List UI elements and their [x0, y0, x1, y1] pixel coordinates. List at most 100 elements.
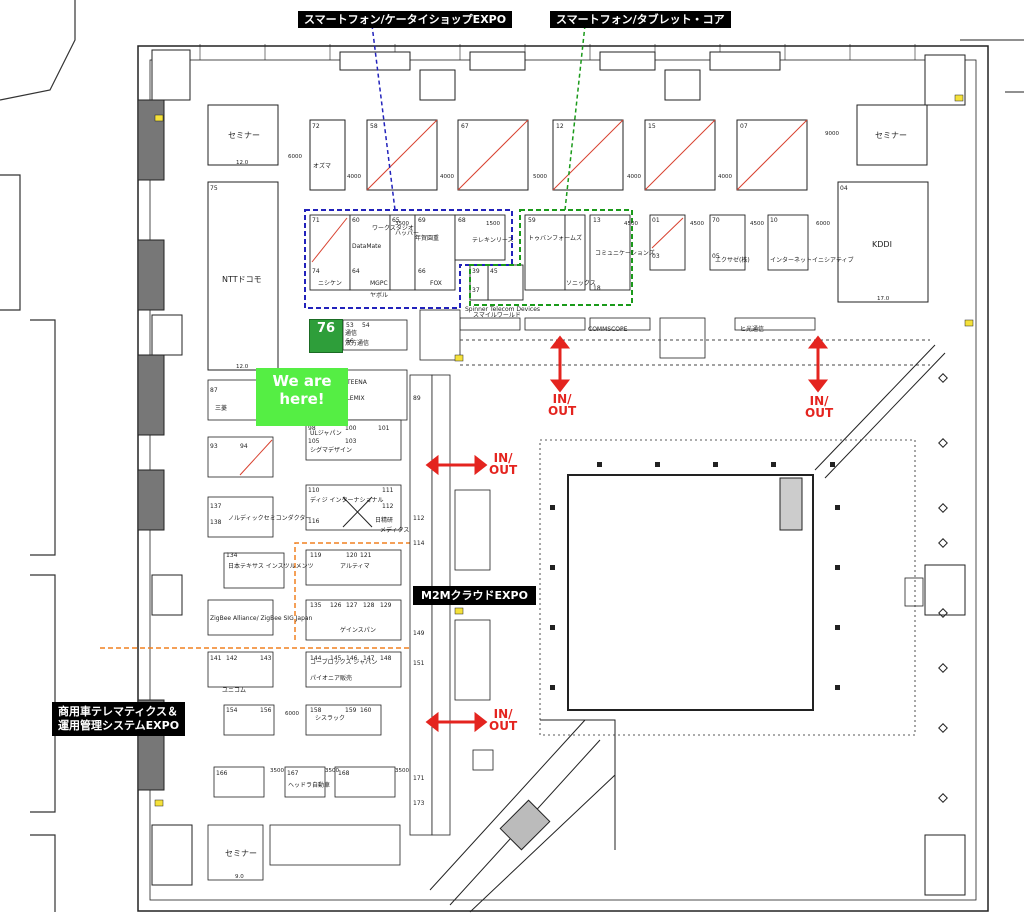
right-side-markers — [904, 373, 966, 896]
booth-number: 01 — [652, 217, 660, 224]
smartphone-shop-zone-outline — [304, 209, 513, 309]
top-row-booth-diagonals — [366, 119, 808, 191]
room-labels: セミナー セミナー セミナー NTTドコモ KDDI — [222, 131, 907, 858]
exhibitor-label: コミュニケーションズ — [595, 249, 655, 257]
m2m-cloud-expo-tag: M2MクラウドEXPO — [413, 586, 536, 605]
booth-number: 120 — [346, 552, 358, 559]
dimension-label: 6000 — [285, 711, 299, 717]
exhibitor-label: 双方通信 — [345, 339, 369, 347]
dimension-label: 4500 — [690, 221, 704, 227]
booth-number: 114 — [413, 540, 425, 547]
booth-number: 64 — [352, 268, 360, 275]
exhibitor-label: 三菱 — [215, 404, 227, 412]
booth-number: 103 — [345, 438, 357, 445]
booth-number: 119 — [310, 552, 322, 559]
booth-number: 10 — [770, 217, 778, 224]
booth-number: 146 — [346, 655, 358, 662]
exhibitor-label: メディクス — [380, 526, 409, 534]
exhibitor-label: TEENA — [346, 379, 368, 386]
smartphone-shop-pointer — [371, 24, 396, 211]
exhibitor-label: シスラック — [315, 715, 345, 722]
booth-number: 54 — [362, 322, 370, 329]
dimension-label: 9.0 — [235, 874, 244, 880]
smartphone-tablet-pointer — [564, 24, 586, 211]
entrance-label: IN/ OUT — [489, 451, 518, 477]
booth-number: 134 — [226, 552, 238, 559]
smartphone-shop-expo-tag: スマートフォン/ケータイショップEXPO — [298, 11, 513, 28]
booth-number: 156 — [260, 707, 272, 714]
booth-number: 149 — [413, 630, 425, 637]
m2m-zone-boundary — [294, 542, 410, 640]
booth-number: 151 — [413, 660, 425, 667]
dimension-label: 3500 — [270, 768, 284, 774]
exhibitor-label: Spinner Telecom Devices — [465, 306, 540, 313]
dimension-label: 12.0 — [236, 160, 249, 166]
booth-number: 75 — [210, 185, 218, 192]
booth-number: 65 — [392, 217, 400, 224]
exhibitor-label: ヒ光通信 — [740, 325, 764, 333]
booth-number: 154 — [226, 707, 238, 714]
booth-numbers: 72 58 67 12 15 07 75 04 71 74 60 64 65 6… — [210, 123, 848, 807]
corridor-row-booths — [419, 309, 816, 361]
dimension-label: 3500 — [395, 768, 409, 774]
exhibitor-label: ZigBee Alliance/ ZigBee SIG Japan — [210, 615, 313, 622]
booth-76-highlight[interactable]: 76 — [309, 319, 343, 353]
dimension-label: 4500 — [624, 221, 638, 227]
booth-number: 171 — [413, 775, 425, 782]
dimension-label: 12.0 — [236, 364, 249, 370]
booth-number: 160 — [360, 707, 372, 714]
booth-number: 60 — [352, 217, 360, 224]
exhibitor-label: 通信 — [345, 329, 357, 337]
exhibitor-label: FOX — [430, 280, 442, 287]
booth-number: 129 — [380, 602, 392, 609]
smartphone-tablet-zone-outline — [469, 209, 633, 306]
exhibitor-label: ソニックス — [566, 280, 596, 287]
you-are-here-callout: We are here! — [256, 368, 348, 426]
ntt-docomo-label: NTTドコモ — [222, 275, 262, 284]
left-wall-pillars — [137, 49, 193, 886]
booth-number: 15 — [648, 123, 656, 130]
booth-number: 144 — [310, 655, 322, 662]
stairs — [499, 799, 551, 851]
booth-number: 100 — [345, 425, 357, 432]
booth-number: 167 — [287, 770, 299, 777]
booth-number: 18 — [593, 285, 601, 292]
exhibitor-label: ヘッドラ自動車 — [288, 781, 330, 789]
top-wall-structures — [339, 51, 966, 106]
dimension-label: 4000 — [627, 174, 641, 180]
right-outer-wall — [960, 39, 1024, 320]
exhibitor-labels: オズマ ワークスタジオ ハッパー 年賀園重 DataMate テレキンリース ニ… — [210, 162, 854, 789]
booth-number: 110 — [308, 487, 320, 494]
exhibitor-label: ゲインスパン — [340, 626, 376, 634]
booth-number: 53 — [346, 322, 354, 329]
booth-number: 138 — [210, 519, 222, 526]
booth-number: 121 — [360, 552, 372, 559]
yellow-markers — [154, 94, 974, 807]
booth-number: 148 — [380, 655, 392, 662]
middle-row-booths — [309, 214, 809, 301]
booth-number: 05 — [712, 253, 720, 260]
booth-number: 03 — [652, 253, 660, 260]
booth-number: 116 — [308, 518, 320, 525]
booth-number: 112 — [413, 515, 425, 522]
booth-number: 04 — [840, 185, 848, 192]
entrance-label: IN/ OUT — [489, 707, 518, 733]
booth-number: 105 — [308, 438, 320, 445]
open-floor-area — [539, 439, 916, 736]
exhibitor-label: MGPC — [370, 280, 388, 287]
exhibitor-label: トゥバンフォームズ — [528, 234, 582, 242]
booth-number: 112 — [382, 503, 394, 510]
booth-number: 126 — [330, 602, 342, 609]
booth-number: 39 — [472, 268, 480, 275]
booth-number: 07 — [740, 123, 748, 130]
exhibitor-label: DataMate — [352, 243, 382, 250]
dimension-labels: 6000 4000 4000 5000 4000 4000 9000 3500 … — [235, 131, 890, 880]
exhibitor-label: シグマデザイン — [310, 446, 352, 454]
dimension-label: 3500 — [325, 768, 339, 774]
booth-number: 111 — [382, 487, 394, 494]
exhibitor-label: 日本テキサス インスツルメンツ — [228, 562, 314, 570]
exhibitor-label: 日精研 — [375, 516, 393, 524]
booth-number: 69 — [418, 217, 426, 224]
central-corridor — [409, 374, 494, 836]
booth-number: 68 — [458, 217, 466, 224]
